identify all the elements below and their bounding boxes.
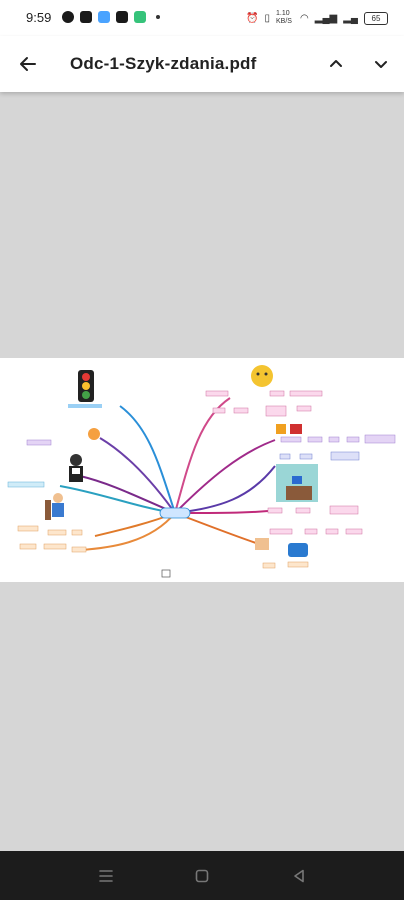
home-button[interactable] xyxy=(187,865,217,887)
network-speed: 1.10 KB/S xyxy=(276,10,292,25)
chevron-up-icon xyxy=(330,60,342,67)
facebook-icon xyxy=(80,11,92,23)
app-icon xyxy=(134,11,146,23)
back-icon xyxy=(294,869,304,883)
alarm-icon: ⏰ xyxy=(246,12,259,24)
youtube-icon xyxy=(116,11,128,23)
document-title: Odc-1-Szyk-zdania.pdf xyxy=(70,54,257,73)
messenger-icon xyxy=(62,11,74,23)
system-icons: ⏰ ▯ 1.10 KB/S ◠ ▂▄▆ ▂▄ 65 xyxy=(246,10,388,26)
wifi-icon: ◠ xyxy=(300,12,309,24)
menu-icon xyxy=(99,870,113,882)
signal-2-icon: ▂▄ xyxy=(343,12,358,24)
arrow-left-icon xyxy=(20,57,36,71)
home-icon xyxy=(195,869,209,883)
chevron-down-icon xyxy=(375,61,387,68)
more-notifications-icon xyxy=(156,15,160,19)
messages-icon xyxy=(98,11,110,23)
back-button[interactable] xyxy=(10,48,46,80)
notification-icons xyxy=(62,11,160,23)
mind-map-image xyxy=(7,365,396,578)
status-time: 9:59 xyxy=(26,10,52,25)
battery-icon: 65 xyxy=(364,11,388,25)
previous-page-button[interactable] xyxy=(320,48,352,80)
status-bar: 9:59 ⏰ ▯ 1.10 KB/S ◠ ▂▄▆ ▂▄ 65 xyxy=(0,0,404,36)
system-navigation-bar xyxy=(0,851,404,900)
recent-apps-button[interactable] xyxy=(91,865,121,887)
signal-icon: ▂▄▆ xyxy=(314,12,338,24)
app-bar: Odc-1-Szyk-zdania.pdf xyxy=(0,36,404,92)
system-back-button[interactable] xyxy=(284,865,314,887)
next-page-button[interactable] xyxy=(365,48,397,80)
pdf-page[interactable] xyxy=(0,358,404,582)
vibrate-icon: ▯ xyxy=(264,12,271,24)
